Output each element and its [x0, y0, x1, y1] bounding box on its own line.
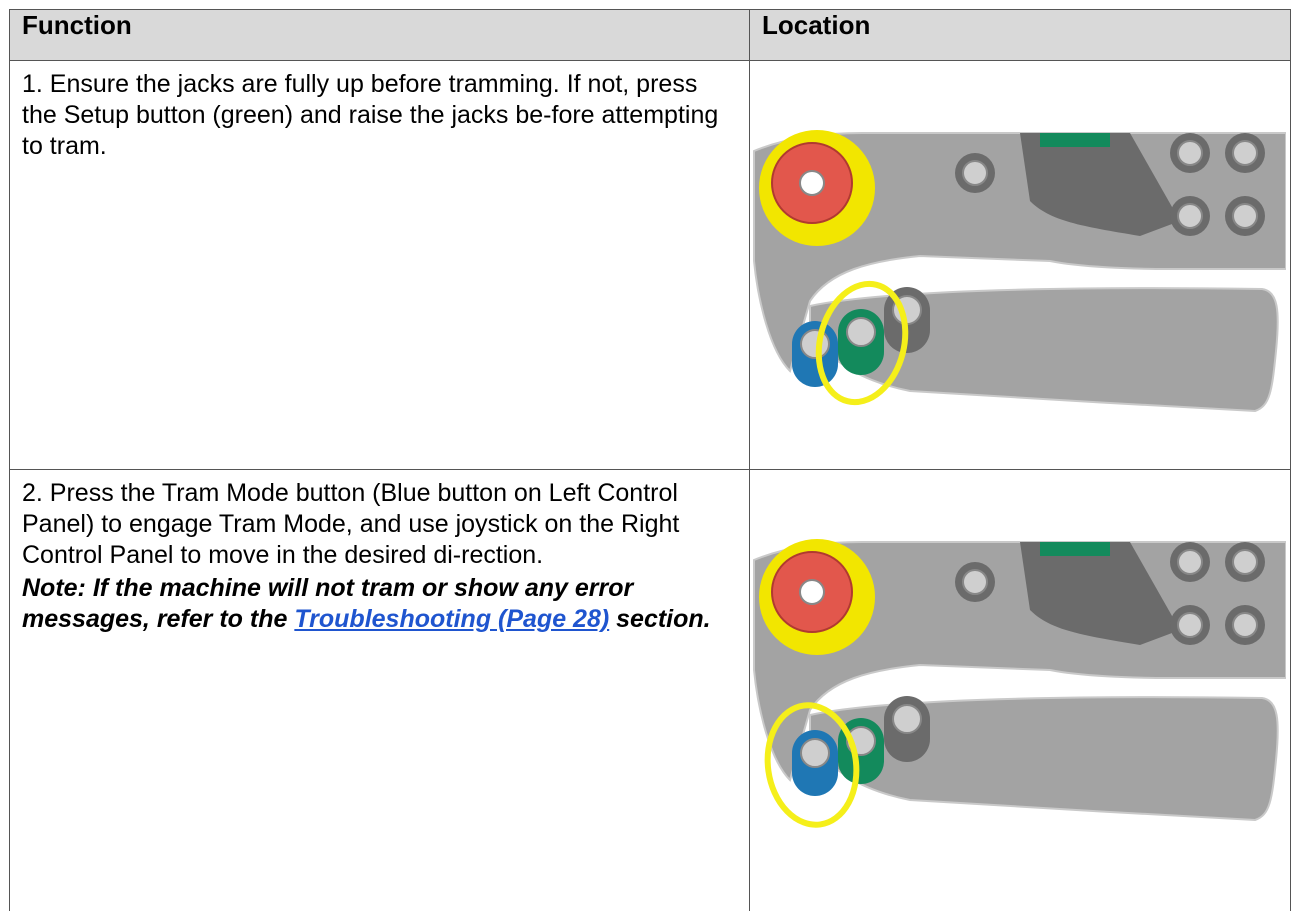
- table-row: 2. Press the Tram Mode button (Blue butt…: [9, 469, 1291, 911]
- panel-button-cap: [1232, 203, 1258, 229]
- location-cell: [749, 469, 1291, 911]
- step-2-text: 2. Press the Tram Mode button (Blue butt…: [22, 479, 680, 569]
- estop-center: [799, 170, 825, 196]
- highlight-circle: [764, 702, 860, 828]
- control-cluster: [1020, 133, 1180, 236]
- panel-button-cap: [1232, 140, 1258, 166]
- highlight-circle: [815, 280, 909, 406]
- panel-button-cap: [1177, 203, 1203, 229]
- control-cluster: [1020, 542, 1180, 645]
- instruction-table: Function Location 1. Ensure the jacks ar…: [9, 9, 1291, 911]
- troubleshooting-link[interactable]: Troubleshooting (Page 28): [294, 605, 610, 633]
- green-strip: [1040, 542, 1110, 556]
- setup-button-cap: [846, 317, 876, 347]
- table-row: 1. Ensure the jacks are fully up before …: [9, 60, 1291, 470]
- panel-button-cap: [1232, 549, 1258, 575]
- panel-button-cap: [892, 704, 922, 734]
- note-suffix: section.: [609, 605, 711, 633]
- panel-button-cap: [1177, 549, 1203, 575]
- table-header-row: Function Location: [9, 9, 1291, 61]
- troubleshooting-note: Note: If the machine will not tram or sh…: [22, 573, 737, 635]
- panel-button-cap: [1177, 612, 1203, 638]
- header-location: Location: [749, 9, 1291, 61]
- control-panel-image-setup: [753, 130, 1286, 413]
- header-function: Function: [9, 9, 750, 61]
- tram-mode-button-cap: [800, 329, 830, 359]
- panel-button-cap: [962, 569, 988, 595]
- panel-button-cap: [962, 160, 988, 186]
- note-prefix: Note: If the machine will not tram or sh…: [22, 574, 634, 633]
- green-strip: [1040, 133, 1110, 147]
- control-panel-image-tram: [753, 539, 1286, 828]
- panel-button-cap: [1177, 140, 1203, 166]
- function-cell: 1. Ensure the jacks are fully up before …: [9, 60, 750, 470]
- panel-button-cap: [1232, 612, 1258, 638]
- estop-center: [799, 579, 825, 605]
- location-cell: [749, 60, 1291, 470]
- step-1-text: 1. Ensure the jacks are fully up before …: [22, 70, 719, 160]
- tram-mode-button-cap: [800, 738, 830, 768]
- function-cell: 2. Press the Tram Mode button (Blue butt…: [9, 469, 750, 911]
